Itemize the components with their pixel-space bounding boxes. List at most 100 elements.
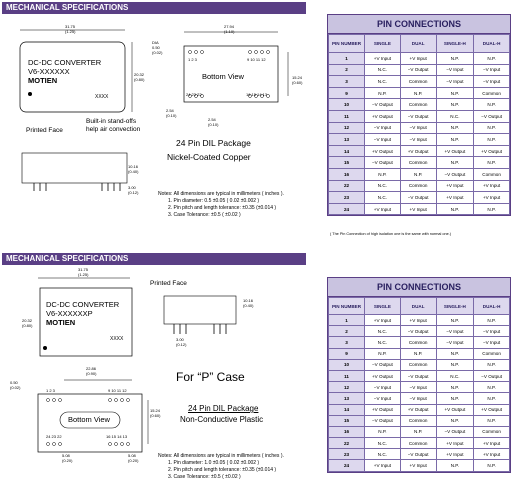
- pin-number-cell: 11: [328, 109, 365, 123]
- pin-function-cell: +V Input: [473, 448, 510, 461]
- pin-function-cell: N.P.: [473, 133, 510, 146]
- dim-p2: 5.08: [128, 453, 136, 458]
- front-view-drawing: [38, 277, 133, 357]
- pin-function-cell: −V Input: [435, 336, 475, 349]
- dim-height: 20.32: [134, 72, 145, 77]
- pin-function-cell: Common: [473, 425, 510, 439]
- pin-number-cell: 13: [328, 133, 365, 146]
- table-row: 14+V Output+V Output+V Output+V Output: [328, 144, 510, 158]
- pin-function-cell: −V Input: [364, 121, 401, 135]
- pin-number-cell: 24: [328, 459, 365, 472]
- dim-width-in: (1.25): [78, 272, 89, 277]
- col-dual-h: DUAL-H: [473, 34, 510, 53]
- pin-function-cell: +V Input: [364, 459, 401, 472]
- dim-p2-in: (0.10): [208, 122, 219, 127]
- note-0: Notes: All dimensions are typical in mil…: [158, 453, 284, 459]
- pin-function-cell: +V Input: [473, 437, 510, 450]
- pin-function-cell: +V Input: [435, 448, 475, 461]
- pins-bot-right: 16 15 14 13: [106, 434, 128, 439]
- pin-number-cell: 22: [328, 179, 365, 193]
- module-line-1: DC-DC CONVERTER: [28, 58, 102, 67]
- pin-function-cell: +V Input: [435, 437, 475, 450]
- dim-p1-in: (0.10): [166, 113, 177, 118]
- pin-table-title: PIN CONNECTIONS: [328, 15, 510, 34]
- pin-function-cell: −V Output: [399, 191, 437, 204]
- pin-function-cell: +V Input: [435, 191, 475, 204]
- pin-function-cell: N.P.: [435, 347, 475, 360]
- pin-function-cell: −V Input: [473, 75, 510, 88]
- pin-function-cell: N.P.: [435, 202, 475, 216]
- pin-number-cell: 3: [328, 75, 365, 88]
- pin-function-cell: −V Output: [364, 98, 401, 111]
- pin-number-cell: 11: [328, 369, 365, 383]
- pin-function-cell: +V Output: [473, 144, 510, 158]
- pin-function-cell: N.P.: [473, 313, 510, 327]
- pin-function-cell: −V Input: [399, 133, 437, 146]
- pin-function-cell: −V Output: [435, 425, 475, 439]
- pin-function-cell: N.P.: [473, 156, 510, 169]
- pin-number-cell: 12: [328, 381, 365, 394]
- pin-function-cell: Common: [399, 156, 437, 169]
- pin-function-cell: N.P.: [435, 156, 475, 169]
- module-line-4: XXXX: [95, 94, 109, 100]
- pin-function-cell: −V Input: [435, 325, 475, 338]
- pin-number-cell: 2: [328, 63, 365, 77]
- pin-function-cell: N.P.: [435, 121, 475, 135]
- pin-number-cell: 12: [328, 121, 365, 135]
- table-footnote: ( The Pin Connection of high isolation o…: [330, 232, 452, 236]
- note-1: 1. Pin diameter: 1.0 ±0.05 ( 0.02 ±0.002…: [168, 460, 260, 466]
- pin-function-cell: N.C.: [364, 336, 401, 349]
- pin-function-cell: N.P.: [473, 414, 510, 427]
- module-line-2: V6-XXXXXX: [28, 67, 70, 76]
- pin-function-cell: +V Input: [399, 202, 437, 216]
- dim-width: 31.75: [65, 24, 76, 29]
- pin-function-cell: N.C.: [364, 63, 401, 77]
- pin-function-cell: N.C.: [364, 179, 401, 193]
- pin-number-cell: 1: [328, 52, 365, 65]
- dim-height-in: (0.80): [134, 77, 145, 82]
- pin-function-cell: N.P.: [435, 86, 475, 100]
- side-view-drawing: [21, 152, 128, 191]
- pin-table-title: PIN CONNECTIONS: [328, 278, 510, 297]
- pin-number-cell: 15: [328, 414, 365, 427]
- pins-bot-right: 16 15 14 13: [246, 92, 268, 97]
- front-view-drawing: [19, 29, 133, 113]
- col-dual-h: DUAL-H: [473, 297, 510, 315]
- pin-function-cell: N.P.: [399, 347, 437, 360]
- pins-top-right: 9 10 11 12: [108, 388, 127, 393]
- pin-function-cell: +V Output: [399, 144, 437, 158]
- pin-function-cell: +V Output: [364, 369, 401, 383]
- dim-view-w: 22.86: [86, 366, 97, 371]
- pin-function-cell: Common: [473, 347, 510, 360]
- bottom-view-drawing: [183, 31, 289, 103]
- pin-function-cell: Common: [399, 75, 437, 88]
- col-single-h: SINGLE-H: [435, 297, 475, 315]
- module-line-3: MOTIEN: [28, 76, 58, 85]
- pin-function-cell: +V Input: [473, 179, 510, 193]
- pin-number-cell: 22: [328, 437, 365, 450]
- dim-side-b-in: (0.12): [176, 342, 187, 347]
- note-0: Notes: All dimensions are typical in mil…: [158, 191, 284, 197]
- package-line-2: Non-Conductive Plastic: [180, 415, 264, 424]
- pin-function-cell: −V Output: [473, 109, 510, 123]
- pin-function-cell: +V Output: [399, 403, 437, 416]
- pin-function-cell: −V Input: [435, 75, 475, 88]
- note-1: 1. Pin diameter: 0.5 ±0.05 ( 0.02 ±0.002…: [168, 198, 260, 204]
- pin-number-cell: 9: [328, 347, 365, 360]
- dim-side-h: 10.16: [128, 164, 139, 169]
- pin-function-cell: −V Output: [399, 109, 437, 123]
- pin-number-cell: 14: [328, 144, 365, 158]
- dim-view-w-in: (0.90): [86, 371, 97, 376]
- note-3: 3. Case Tolerance: ±0.5 ( ±0.02 ): [168, 474, 241, 480]
- pin-function-cell: −V Input: [435, 63, 475, 77]
- pin-function-cell: +V Input: [399, 313, 437, 327]
- pin-function-cell: −V Output: [364, 414, 401, 427]
